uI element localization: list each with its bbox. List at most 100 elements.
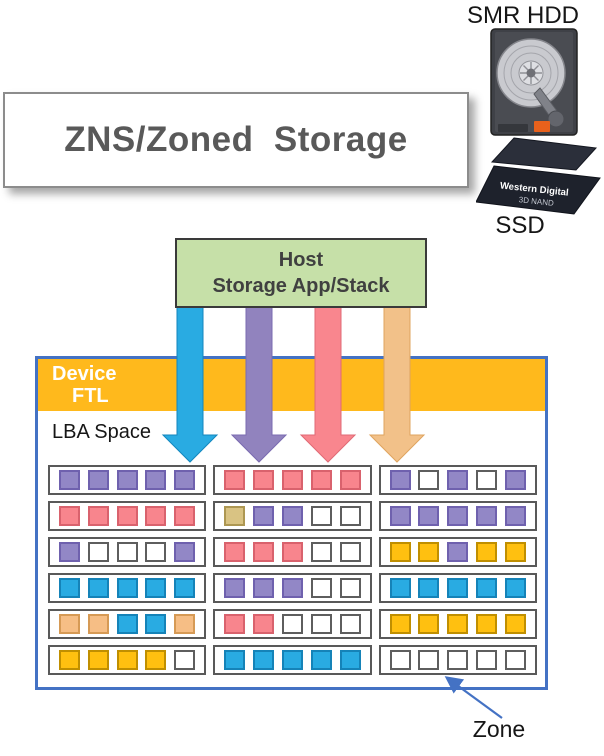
zone-cell-blue [145, 614, 167, 634]
zone-cell-purple [253, 506, 275, 526]
zone-r2-c1 [48, 501, 207, 531]
zone-cell-purple [87, 470, 109, 490]
zone-cell-purple [281, 578, 303, 598]
zone-cell-pink [310, 470, 332, 490]
zone-cell-orange [447, 614, 469, 634]
zone-cell-purple [253, 578, 275, 598]
zone-cell-purple [224, 578, 246, 598]
zone-cell-blue [253, 650, 275, 670]
zone-cell-pink [174, 506, 196, 526]
zone-cell-purple [116, 470, 138, 490]
zone-cell-blue [476, 578, 498, 598]
host-label-line1: Host [278, 249, 324, 271]
zone-cell-purple [504, 470, 526, 490]
host-label-line2: Storage App/Stack [212, 275, 390, 297]
zone-cell-pink [224, 470, 246, 490]
zone-cell-lightorange [174, 614, 196, 634]
page-title: ZNS/Zoned Storage [64, 120, 408, 159]
zone-r1-c1 [48, 465, 207, 495]
zone-cell-pink [224, 614, 246, 634]
zone-cell-pink [59, 506, 80, 526]
ssd-label: SSD [495, 212, 545, 239]
zone-cell-purple [145, 470, 167, 490]
title-box: ZNS/Zoned Storage [3, 92, 469, 188]
ssd-image: Western Digital 3D NAND [476, 137, 601, 215]
zone-cell-white [310, 542, 332, 562]
zone-r2-c3 [378, 501, 537, 531]
zone-cell-blue [224, 650, 246, 670]
zone-cell-orange [476, 614, 498, 634]
host-box: Host Storage App/Stack [175, 238, 427, 308]
smr-hdd-label: SMR HDD [467, 2, 579, 29]
zone-cell-white [310, 614, 332, 634]
zone-cell-white [145, 542, 167, 562]
zone-cell-white [310, 506, 332, 526]
zone-cell-purple [281, 506, 303, 526]
zone-cell-orange [389, 614, 411, 634]
zone-cell-blue [116, 578, 138, 598]
zone-cell-lightorange [87, 614, 109, 634]
ftl-label-line1: Device [52, 363, 117, 385]
zone-cell-blue [59, 578, 80, 598]
ftl-label-line2: FTL [72, 385, 109, 407]
zone-cell-pink [281, 470, 303, 490]
zone-cell-blue [87, 578, 109, 598]
zone-cell-orange [418, 614, 440, 634]
zone-cell-orange [476, 542, 498, 562]
zone-r6-c3 [378, 645, 537, 675]
zone-r4-c1 [48, 573, 207, 603]
zone-cell-orange [87, 650, 109, 670]
zone-cell-purple [447, 470, 469, 490]
zone-r3-c1 [48, 537, 207, 567]
zone-cell-white [339, 542, 361, 562]
zone-cell-blue [310, 650, 332, 670]
zone-cell-white [174, 650, 196, 670]
zone-cell-white [310, 578, 332, 598]
zone-cell-blue [145, 578, 167, 598]
zone-cell-blue [447, 578, 469, 598]
zone-r5-c2 [213, 609, 372, 639]
zone-cell-white [87, 542, 109, 562]
zone-r3-c3 [378, 537, 537, 567]
zone-cell-pink [253, 614, 275, 634]
zone-cell-purple [504, 506, 526, 526]
zone-cell-pink [253, 542, 275, 562]
zone-cell-pink [339, 470, 361, 490]
ssd-nand-text: 3D NAND [518, 195, 554, 208]
zone-cell-orange [145, 650, 167, 670]
zone-r5-c3 [378, 609, 537, 639]
zone-cell-white [476, 470, 498, 490]
zone-label: Zone [472, 716, 526, 742]
zone-cell-blue [174, 578, 196, 598]
hdd-image [490, 28, 578, 136]
zone-r5-c1 [48, 609, 207, 639]
zone-cell-pink [281, 542, 303, 562]
zone-cell-pink [224, 542, 246, 562]
zone-cell-blue [281, 650, 303, 670]
zone-cell-white [389, 650, 411, 670]
zone-cell-white [339, 506, 361, 526]
zone-r6-c2 [213, 645, 372, 675]
zone-r3-c2 [213, 537, 372, 567]
zone-cell-blue [116, 614, 138, 634]
zone-cell-purple [476, 506, 498, 526]
zone-r4-c3 [378, 573, 537, 603]
zone-cell-orange [389, 542, 411, 562]
zone-cell-purple [389, 506, 411, 526]
zone-cell-pink [253, 470, 275, 490]
zone-cell-orange [418, 542, 440, 562]
zone-r2-c2 [213, 501, 372, 531]
zone-cell-orange [504, 614, 526, 634]
zone-cell-purple [447, 542, 469, 562]
zone-cell-orange [59, 650, 80, 670]
zone-cell-purple [59, 542, 80, 562]
zone-cell-white [476, 650, 498, 670]
zone-cell-white [418, 650, 440, 670]
lba-space-label: LBA Space [52, 421, 151, 443]
zone-cell-purple [389, 470, 411, 490]
zone-cell-white [116, 542, 138, 562]
zone-cell-pink [116, 506, 138, 526]
zone-r4-c2 [213, 573, 372, 603]
zone-cell-purple [59, 470, 80, 490]
zone-cell-white [339, 578, 361, 598]
